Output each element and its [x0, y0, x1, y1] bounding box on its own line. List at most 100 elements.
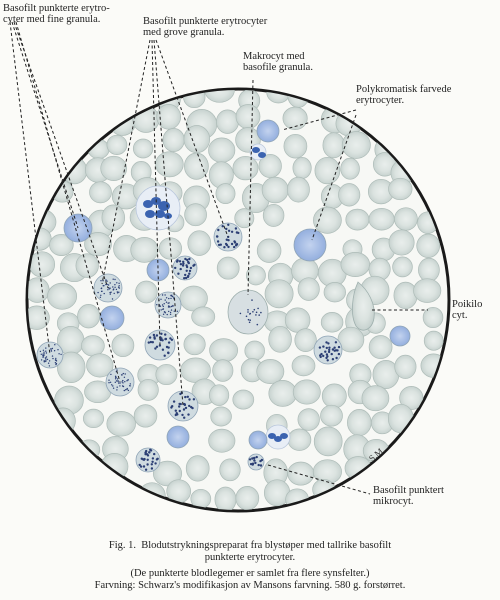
figure-caption-line1: Fig. 1. Blodutstrykningspreparat fra bly…	[108, 540, 392, 551]
erythrocyte	[323, 282, 346, 303]
erythrocyte-cells	[28, 90, 447, 510]
erythrocyte	[208, 137, 236, 163]
erythrocyte	[347, 409, 372, 437]
erythrocyte	[28, 305, 50, 330]
erythrocyte	[81, 335, 105, 357]
polychromatic-erythrocyte	[146, 258, 170, 282]
erythrocyte	[214, 486, 237, 510]
erythrocyte	[261, 176, 289, 204]
label-grove-granula: Basofilt punkterte erytrocyter med grove…	[143, 16, 268, 38]
label-fine-granula: Basofilt punkterte erytro- cyter med fin…	[3, 3, 110, 25]
erythrocyte	[106, 134, 128, 155]
erythrocyte	[392, 256, 413, 278]
erythrocyte	[287, 461, 315, 486]
erythrocyte	[106, 411, 136, 437]
erythrocyte	[156, 104, 182, 130]
erythrocyte	[264, 279, 294, 309]
erythrocyte	[394, 354, 417, 379]
erythrocyte	[313, 206, 342, 234]
erythrocyte	[292, 379, 321, 405]
erythrocyte	[191, 306, 216, 327]
erythrocyte	[388, 177, 413, 201]
label-polykromatisk: Polykromatisk farvede erytrocyter.	[356, 84, 452, 106]
erythrocyte	[413, 278, 442, 303]
erythrocyte	[100, 155, 128, 181]
erythrocyte	[320, 404, 343, 427]
label-poikilocyt: Poikilo cyt.	[452, 299, 483, 321]
leukocyte-nucleus	[268, 433, 276, 439]
erythrocyte	[155, 151, 184, 178]
erythrocyte	[208, 428, 236, 453]
erythrocyte	[232, 155, 259, 181]
poikilocyte	[352, 281, 375, 331]
erythrocyte	[340, 252, 371, 277]
erythrocyte	[162, 128, 185, 152]
erythrocyte	[75, 253, 99, 278]
erythrocyte	[216, 256, 240, 280]
erythrocyte	[137, 378, 159, 401]
erythrocyte	[47, 282, 78, 310]
erythrocyte	[56, 351, 86, 383]
erythrocyte	[235, 486, 260, 510]
erythrocyte	[262, 203, 285, 227]
erythrocyte	[292, 157, 312, 179]
erythrocyte	[244, 340, 265, 361]
figure-caption-line3: (De punkterte blodlegemer er samlet fra …	[130, 568, 370, 579]
erythrocyte	[184, 203, 207, 227]
leukocyte-nucleus	[143, 200, 153, 208]
erythrocyte	[321, 383, 347, 409]
leukocyte-nucleus	[280, 433, 288, 439]
erythrocyte	[268, 380, 297, 407]
erythrocyte	[283, 133, 308, 159]
erythrocyte	[77, 304, 101, 329]
label-mikrocyt: Basofilt punktert mikrocyt.	[373, 485, 444, 507]
erythrocyte	[282, 106, 308, 130]
figure-caption-line2: punkterte erytrocyter.	[204, 552, 296, 563]
erythrocyte	[256, 359, 285, 384]
polychromatic-erythrocyte	[256, 119, 280, 143]
leukocyte-nucleus	[155, 210, 165, 218]
figure-caption-line4: Farvning: Schwarz's modifikasjon av Mans…	[94, 580, 406, 591]
erythrocyte	[210, 406, 232, 427]
erythrocyte	[368, 335, 393, 360]
erythrocyte	[294, 328, 317, 352]
stippled-erythrocyte	[167, 390, 199, 422]
erythrocyte	[204, 90, 235, 103]
leukocyte-nucleus	[252, 147, 260, 153]
erythrocyte	[28, 277, 50, 303]
erythrocyte	[422, 306, 444, 329]
erythrocyte	[215, 183, 236, 205]
erythrocyte	[234, 208, 255, 229]
erythrocyte	[313, 426, 343, 457]
erythrocyte	[49, 234, 74, 256]
erythrocyte	[345, 208, 370, 231]
erythrocyte	[393, 281, 418, 310]
erythrocyte	[338, 183, 361, 207]
erythrocyte	[28, 251, 56, 278]
erythrocyte	[219, 458, 241, 482]
erythrocyte	[256, 238, 282, 263]
erythrocyte	[394, 207, 418, 231]
erythrocyte	[135, 280, 158, 304]
leukocyte-nucleus	[145, 210, 155, 218]
erythrocyte	[287, 428, 312, 451]
erythrocyte	[216, 109, 239, 134]
erythrocyte	[184, 152, 209, 180]
erythrocyte	[286, 176, 310, 203]
erythrocyte	[209, 338, 239, 363]
erythrocyte	[232, 389, 255, 410]
erythrocyte	[84, 232, 112, 257]
erythrocyte	[101, 204, 126, 231]
polychromatic-erythrocyte	[248, 430, 268, 450]
erythrocyte	[86, 353, 114, 378]
erythrocyte	[155, 363, 178, 386]
erythrocyte	[183, 125, 211, 154]
erythrocyte	[297, 408, 320, 431]
erythrocyte	[341, 131, 371, 159]
erythrocyte	[82, 408, 105, 429]
erythrocyte	[187, 230, 212, 256]
erythrocyte	[111, 333, 135, 358]
erythrocyte	[268, 325, 292, 353]
erythrocyte	[291, 355, 316, 377]
